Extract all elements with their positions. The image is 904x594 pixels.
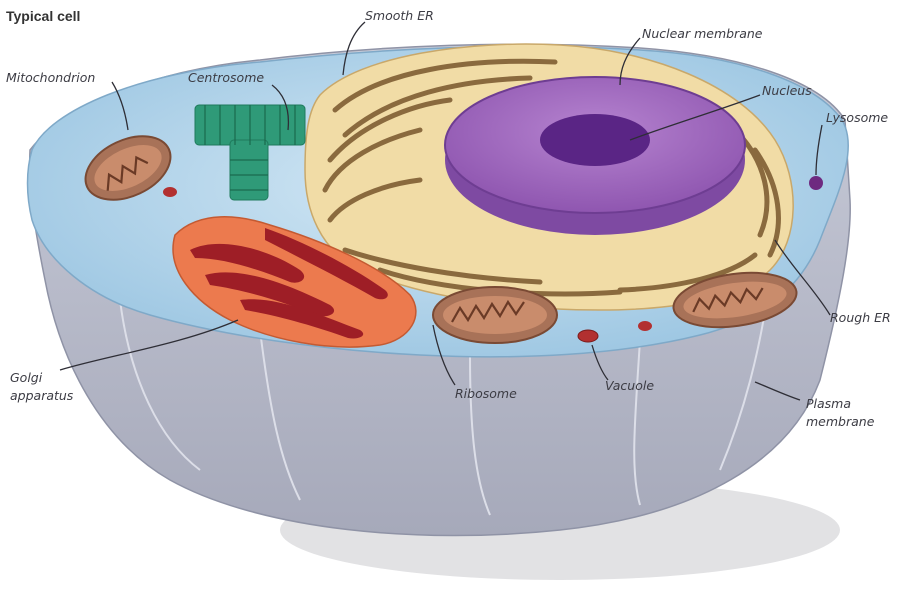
- vacuole: [638, 321, 652, 331]
- label-ribosome: Ribosome: [455, 386, 517, 401]
- label-nucleus: Nucleus: [762, 83, 812, 98]
- vacuole: [578, 330, 598, 342]
- nucleolus: [540, 114, 650, 166]
- label-lysosome: Lysosome: [826, 110, 888, 125]
- label-centrosome: Centrosome: [188, 70, 264, 85]
- label-vacuole: Vacuole: [605, 378, 654, 393]
- label-nuclear-membrane: Nuclear membrane: [642, 26, 763, 41]
- mitochondrion-center: [433, 287, 557, 343]
- vesicle: [163, 187, 177, 197]
- label-golgi-line2: apparatus: [10, 388, 74, 403]
- label-plasma-line2: membrane: [806, 414, 875, 429]
- label-smooth-er: Smooth ER: [365, 8, 434, 23]
- label-golgi-line1: Golgi: [10, 370, 43, 385]
- label-mitochondrion: Mitochondrion: [6, 70, 95, 85]
- lysosome: [809, 176, 823, 190]
- label-rough-er: Rough ER: [830, 310, 891, 325]
- label-plasma-line1: Plasma: [806, 396, 851, 411]
